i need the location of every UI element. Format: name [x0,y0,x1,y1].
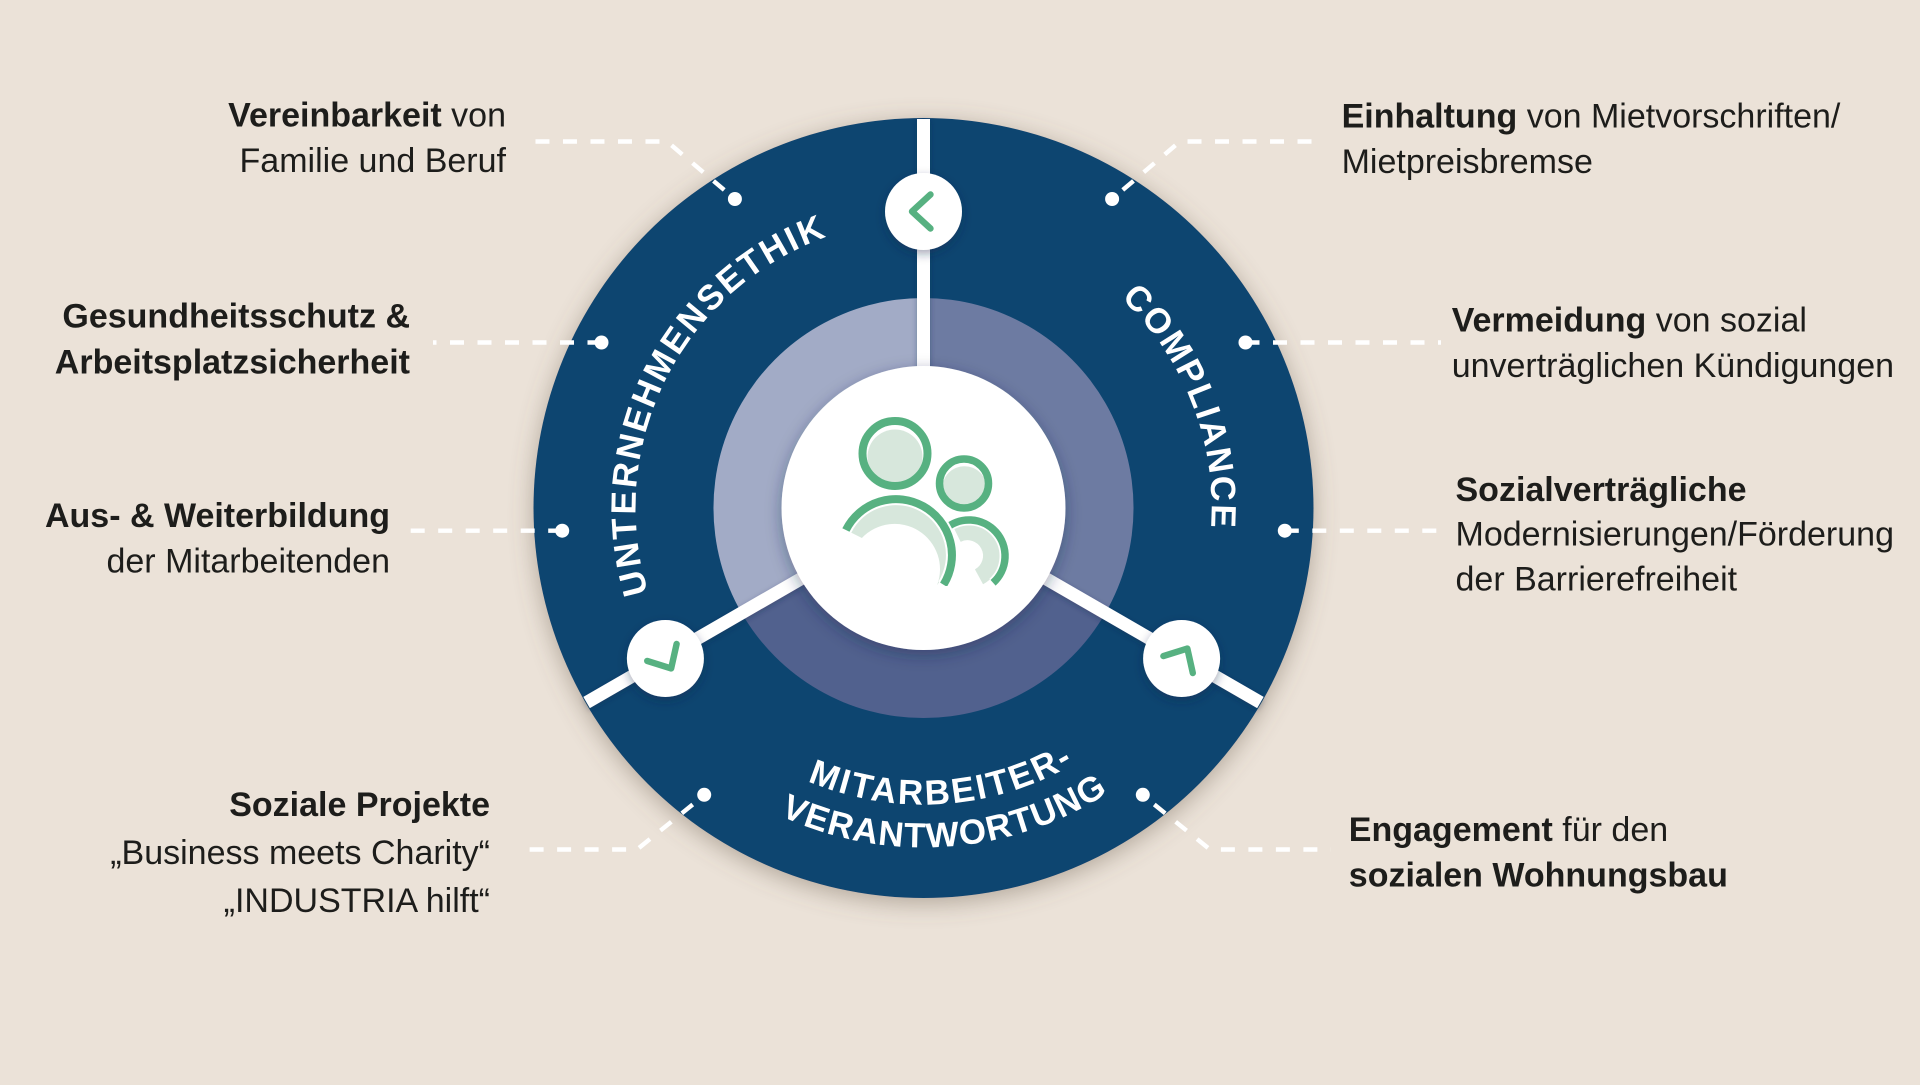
svg-text:Familie und Beruf: Familie und Beruf [240,142,507,180]
svg-text:Sozialverträgliche: Sozialverträgliche [1456,471,1747,509]
svg-text:der Barrierefreiheit: der Barrierefreiheit [1456,561,1738,599]
svg-text:Engagement für den: Engagement für den [1349,811,1668,849]
svg-text:„INDUSTRIA hilft“: „INDUSTRIA hilft“ [224,882,490,920]
svg-text:der Mitarbeitenden: der Mitarbeitenden [106,543,390,581]
svg-text:sozialen Wohnungsbau: sozialen Wohnungsbau [1349,857,1728,895]
svg-text:Einhaltung von Mietvorschrifte: Einhaltung von Mietvorschriften/ [1342,97,1841,135]
svg-text:Vermeidung von sozial: Vermeidung von sozial [1452,301,1807,339]
svg-text:Gesundheitsschutz &: Gesundheitsschutz & [62,298,410,336]
svg-text:„Business meets Charity“: „Business meets Charity“ [110,834,490,872]
svg-text:Mietpreisbremse: Mietpreisbremse [1342,143,1593,181]
svg-text:Vereinbarkeit von: Vereinbarkeit von [228,96,506,134]
svg-text:Aus- & Weiterbildung: Aus- & Weiterbildung [45,497,390,535]
svg-text:Soziale Projekte: Soziale Projekte [229,786,490,824]
svg-text:Modernisierungen/Förderung: Modernisierungen/Förderung [1456,516,1894,554]
svg-text:Arbeitsplatzsicherheit: Arbeitsplatzsicherheit [55,343,410,381]
svg-text:unverträglichen Kündigungen: unverträglichen Kündigungen [1452,347,1894,385]
